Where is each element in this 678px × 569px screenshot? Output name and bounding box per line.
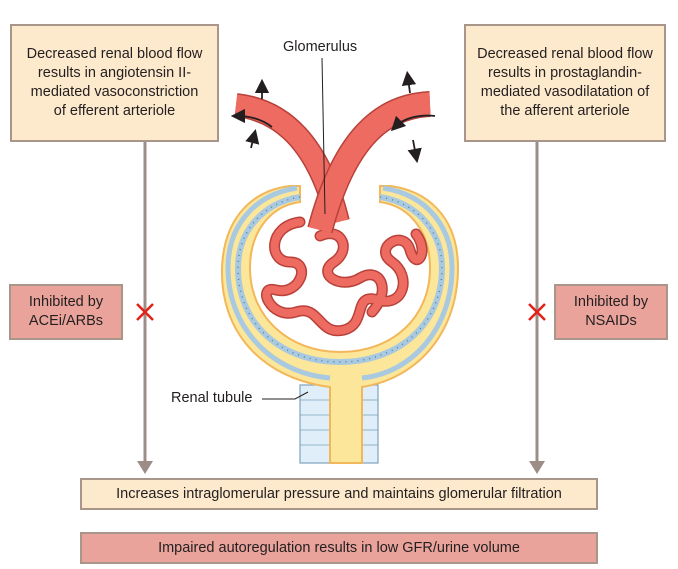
impaired-autoregulation-text: Impaired autoregulation results in low G…: [158, 539, 520, 556]
glomerulus-label: Glomerulus: [283, 39, 358, 55]
acei-arb-inhibition-text: Inhibited by ACEi/ARBs: [28, 294, 104, 329]
nsaid-inhibition-box: Inhibited by NSAIDs: [554, 284, 668, 340]
acei-arb-inhibition-box: Inhibited by ACEi/ARBs: [9, 284, 123, 340]
right-inhibition-cross-icon: [528, 303, 546, 321]
afferent-vasodilatation-text: Decreased renal blood flow results in pr…: [477, 46, 653, 119]
efferent-vasoconstriction-text: Decreased renal blood flow results in an…: [26, 46, 203, 119]
efferent-constriction-arrows-icon: [230, 78, 273, 149]
renal-tubule-leader-line: [262, 391, 309, 400]
renal-tubule-label: Renal tubule: [171, 390, 253, 406]
afferent-vasodilatation-box: Decreased renal blood flow results in pr…: [464, 24, 666, 142]
renal-tubule: [299, 384, 379, 464]
afferent-dilatation-arrows-icon: [390, 70, 436, 164]
glomerulus-leader-line: [321, 57, 326, 215]
glomerular-filtration-outcome-text: Increases intraglomerular pressure and m…: [116, 485, 562, 502]
right-flow-arrow: [529, 142, 545, 474]
left-inhibition-cross-icon: [136, 303, 154, 321]
nsaid-inhibition-text: Inhibited by NSAIDs: [573, 294, 649, 329]
left-flow-arrow: [137, 142, 153, 474]
efferent-vasoconstriction-box: Decreased renal blood flow results in an…: [10, 24, 219, 142]
glomerular-filtration-outcome-box: Increases intraglomerular pressure and m…: [80, 478, 598, 510]
impaired-autoregulation-box: Impaired autoregulation results in low G…: [80, 532, 598, 564]
